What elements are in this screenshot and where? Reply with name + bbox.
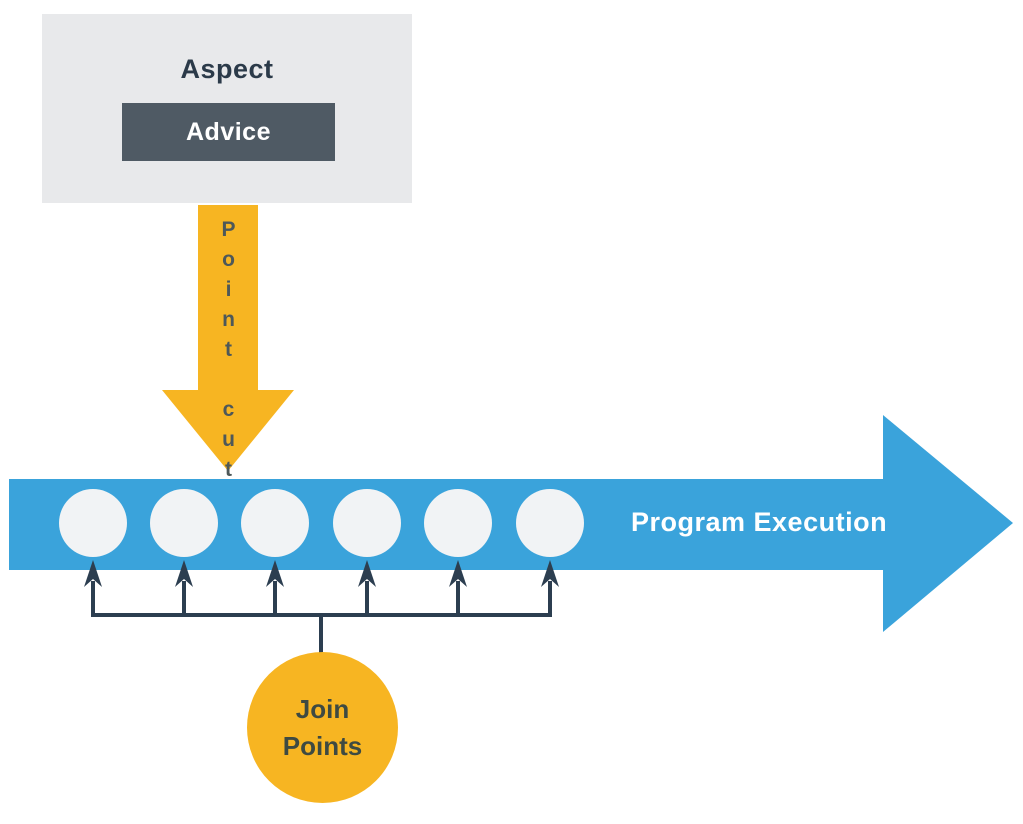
join-points-bubble: Join Points bbox=[247, 652, 398, 803]
join-point-circle bbox=[150, 489, 218, 557]
advice-box: Advice bbox=[122, 103, 335, 161]
aspect-title: Aspect bbox=[180, 54, 274, 84]
join-points-label: Join Points bbox=[282, 694, 363, 761]
join-point-circle bbox=[424, 489, 492, 557]
join-point-circle bbox=[241, 489, 309, 557]
join-point-circle bbox=[516, 489, 584, 557]
up-arrowhead-icon bbox=[84, 560, 559, 587]
join-point-circle bbox=[59, 489, 127, 557]
program-execution-label: Program Execution bbox=[631, 507, 888, 537]
advice-label: Advice bbox=[186, 117, 271, 146]
pointcut-label: Point cut bbox=[217, 218, 240, 488]
aspect-panel: Aspect Advice bbox=[42, 14, 412, 203]
join-point-circle bbox=[333, 489, 401, 557]
join-points-connector bbox=[84, 560, 559, 654]
pointcut-arrow-icon bbox=[162, 205, 294, 471]
